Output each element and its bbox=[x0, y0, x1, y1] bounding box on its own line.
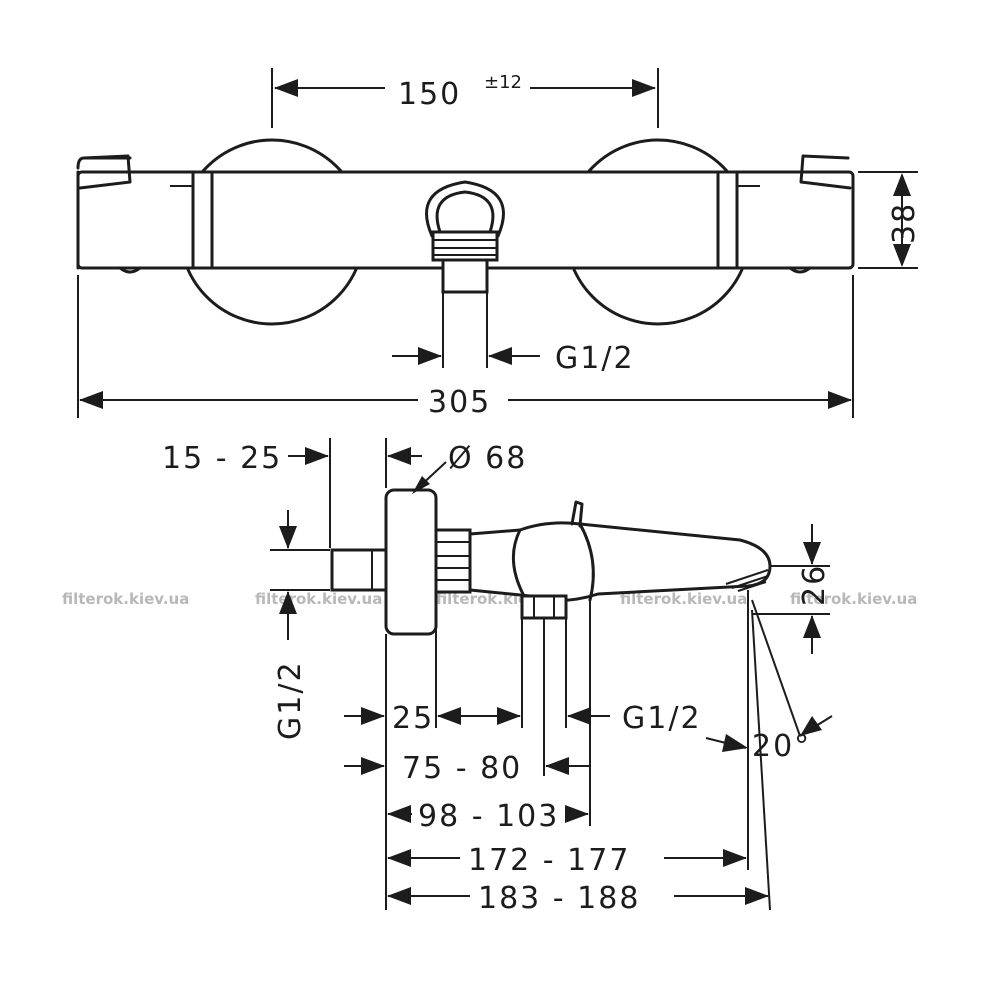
arrow-head bbox=[437, 707, 461, 725]
arrow-head bbox=[497, 707, 521, 725]
dim-172-177: 172 - 177 bbox=[468, 843, 630, 878]
right-foot bbox=[788, 266, 812, 274]
outlet-thread-lines bbox=[433, 239, 497, 256]
right-handle-top bbox=[799, 154, 852, 190]
dim-98-103: 98 - 103 bbox=[418, 799, 559, 834]
dim-spout-height: 26 bbox=[797, 564, 832, 606]
arrow-head bbox=[800, 716, 822, 736]
dim-bottom-thread: G1/2 bbox=[622, 701, 702, 736]
dim-spout-angle: 20° bbox=[752, 729, 811, 764]
nut-lines bbox=[436, 541, 470, 581]
side-view: 15 - 25 Ø 68 G1/2 26 bbox=[162, 438, 833, 916]
dim-75-80: 75 - 80 bbox=[402, 751, 522, 786]
watermark: filterok.kiev.ua bbox=[620, 590, 747, 608]
arrow-head bbox=[387, 805, 411, 823]
arrow-head bbox=[488, 347, 512, 365]
arrow-head bbox=[387, 887, 411, 905]
arrow-head bbox=[305, 447, 329, 465]
body-contour bbox=[511, 528, 526, 598]
escutcheon-side bbox=[384, 488, 438, 636]
extension-line bbox=[751, 609, 771, 911]
arrow-head bbox=[803, 615, 821, 638]
arrow-head bbox=[722, 734, 748, 752]
top-view: 150 ±12 38 G1/2 305 bbox=[76, 68, 922, 420]
arrow-head bbox=[274, 79, 298, 97]
aerator-lines bbox=[725, 569, 769, 592]
arrow-head bbox=[723, 849, 747, 867]
watermark: filterok.kiev.ua bbox=[790, 590, 917, 608]
diverter-ring bbox=[425, 180, 505, 238]
dim-outlet-thread: G1/2 bbox=[555, 341, 635, 376]
arrow-head bbox=[387, 849, 411, 867]
left-handle-top bbox=[78, 154, 132, 190]
arrow-head bbox=[279, 591, 297, 614]
wall-connector bbox=[330, 548, 388, 592]
arrow-head bbox=[828, 391, 852, 409]
watermark: filterok.kiev.ua bbox=[62, 590, 189, 608]
bottom-connector bbox=[520, 594, 568, 620]
dim-25: 25 bbox=[392, 701, 434, 736]
dim-center-distance: 150 bbox=[398, 77, 461, 112]
arrow-head bbox=[893, 244, 911, 267]
angle-line bbox=[751, 599, 801, 737]
dim-inlet-thread: G1/2 bbox=[273, 660, 308, 740]
arrow-head bbox=[387, 447, 411, 465]
union-nut bbox=[434, 528, 472, 594]
arrow-head bbox=[565, 805, 589, 823]
left-foot bbox=[118, 266, 142, 274]
arrow-head bbox=[567, 707, 591, 725]
dim-height: 38 bbox=[887, 202, 922, 244]
arrow-head bbox=[893, 173, 911, 196]
arrow-head bbox=[418, 347, 442, 365]
diverter-ring-inner bbox=[435, 190, 495, 234]
dim-center-tolerance: ±12 bbox=[484, 72, 522, 93]
arrow-head bbox=[803, 542, 821, 565]
arrow-head bbox=[361, 707, 385, 725]
arrow-head bbox=[79, 391, 103, 409]
dim-overall-width: 305 bbox=[428, 385, 491, 420]
arrow-head bbox=[632, 79, 656, 97]
body-contour bbox=[578, 522, 595, 602]
dim-wall-projection: 15 - 25 bbox=[162, 441, 282, 476]
arrow-head bbox=[545, 757, 569, 775]
arrow-head bbox=[412, 476, 430, 494]
watermark: filterok.kiev.ua bbox=[255, 590, 382, 608]
dim-183-188: 183 - 188 bbox=[478, 881, 640, 916]
arrow-head bbox=[279, 526, 297, 549]
arrow-head bbox=[745, 887, 769, 905]
outlet-nipple bbox=[441, 258, 489, 294]
dim-escutcheon-diameter: Ø 68 bbox=[448, 441, 527, 476]
lever bbox=[570, 500, 584, 528]
arrow-head bbox=[361, 757, 385, 775]
